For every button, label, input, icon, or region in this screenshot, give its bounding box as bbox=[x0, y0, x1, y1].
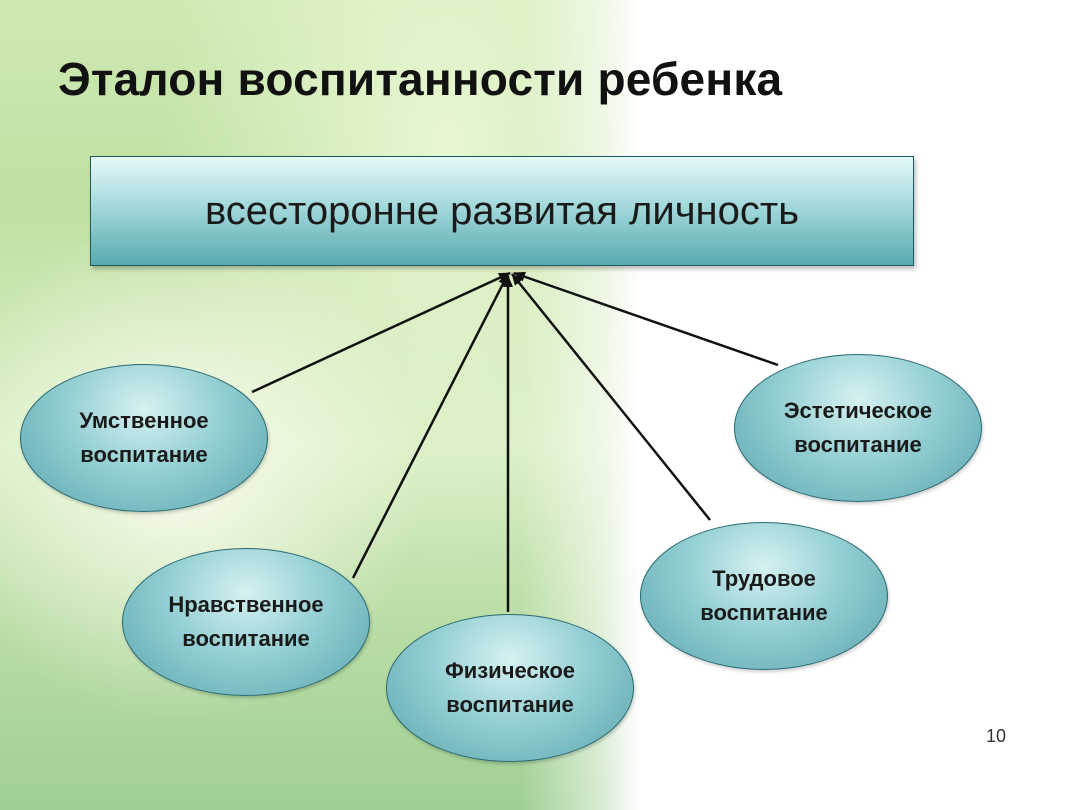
node-label-line1: Трудовое bbox=[712, 566, 816, 591]
center-concept-box: всесторонне развитая личность bbox=[90, 156, 914, 266]
node-mental-education: Умственное воспитание bbox=[20, 364, 268, 512]
node-aesthetic-education: Эстетическое воспитание bbox=[734, 354, 982, 502]
node-moral-education: Нравственное воспитание bbox=[122, 548, 370, 696]
page-number: 10 bbox=[986, 726, 1007, 746]
node-label-line1: Физическое bbox=[444, 658, 576, 683]
node-label-line2: воспитание bbox=[80, 442, 208, 467]
node-label-line1: Нравственное bbox=[168, 592, 324, 617]
node-label-line2: воспитание bbox=[700, 600, 828, 625]
node-physical-education: Физическое воспитание bbox=[386, 614, 634, 762]
node-label-line2: воспитание bbox=[446, 692, 574, 717]
node-labor-education: Трудовое воспитание bbox=[640, 522, 888, 670]
arrow-from-labor bbox=[511, 273, 711, 521]
node-label-line1: Эстетическое bbox=[783, 398, 933, 423]
arrow-from-moral bbox=[351, 273, 510, 579]
slide-title: Эталон воспитанности ребенка bbox=[58, 53, 783, 105]
node-label-line1: Умственное bbox=[79, 408, 209, 433]
arrow-from-aesthetic bbox=[513, 271, 779, 367]
center-concept-label: всесторонне развитая личность bbox=[204, 188, 800, 233]
node-label-line2: воспитание bbox=[794, 432, 922, 457]
arrow-from-mental bbox=[251, 271, 511, 394]
node-label-line2: воспитание bbox=[182, 626, 310, 651]
